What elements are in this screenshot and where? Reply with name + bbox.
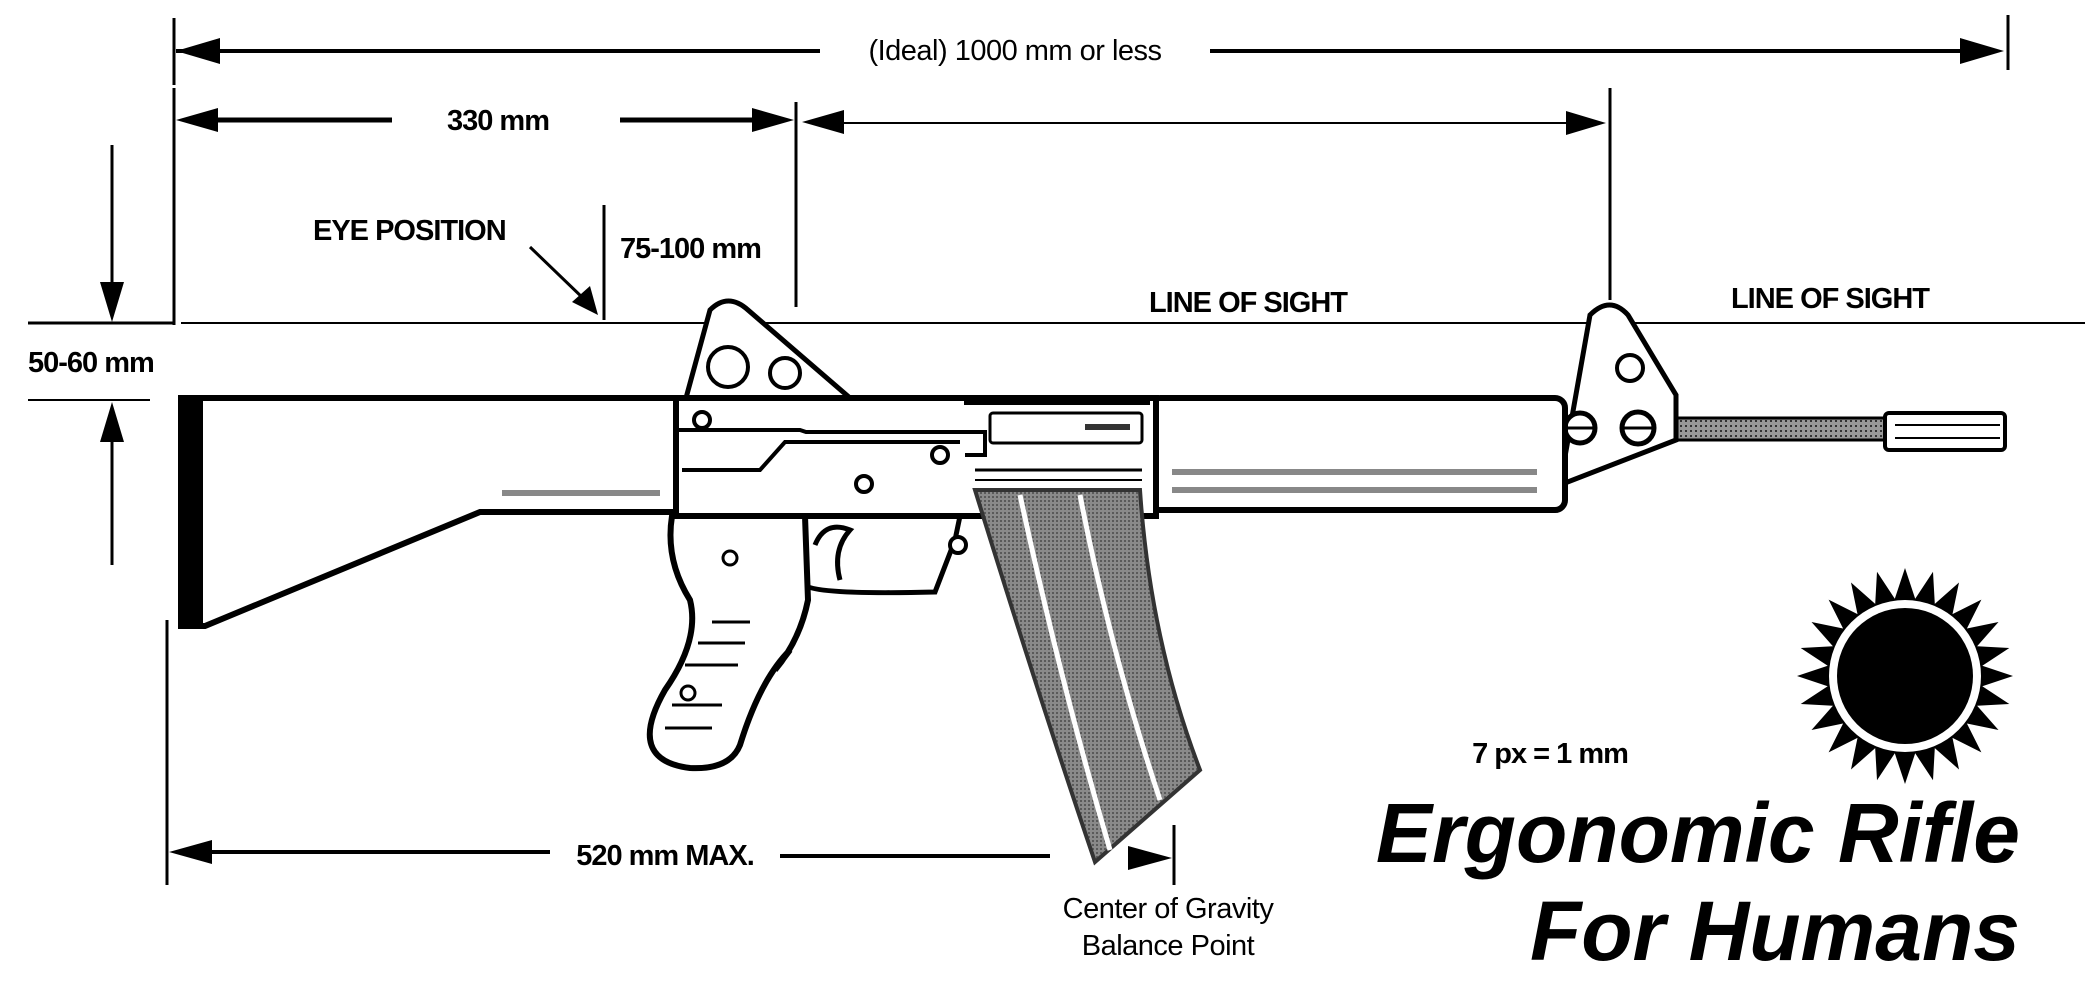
overall-length-label: (Ideal) 1000 mm or less xyxy=(868,35,1161,67)
overall-length-dimension: (Ideal) 1000 mm or less xyxy=(172,15,2010,85)
front-sight xyxy=(1556,302,1679,489)
eye-position-label: EYE POSITION xyxy=(313,215,506,247)
sun-disc xyxy=(1837,608,1973,744)
stock xyxy=(178,395,683,629)
line-of-sight-label-2: LINE OF SIGHT xyxy=(1731,283,1930,315)
comb-drop-dimension: 50-60 mm xyxy=(28,145,174,565)
line-of-sight: LINE OF SIGHT LINE OF SIGHT xyxy=(181,283,2085,324)
trigger xyxy=(812,524,855,581)
rifle-illustration xyxy=(178,298,2007,866)
line-of-sight-label-1: LINE OF SIGHT xyxy=(1149,287,1348,319)
balance-point-label: Balance Point xyxy=(1082,930,1255,962)
eye-position-annotation: EYE POSITION 75-100 mm xyxy=(313,205,762,320)
magazine xyxy=(972,488,1203,866)
balance-length-dimension: 520 mm MAX. xyxy=(165,620,1176,885)
sun-logo xyxy=(1797,568,2013,784)
title-line-2: For Humans xyxy=(1530,884,2020,978)
handguard xyxy=(1147,395,1568,513)
scale-label: 7 px = 1 mm xyxy=(1472,738,1628,770)
comb-drop-label: 50-60 mm xyxy=(28,347,154,379)
ejection-port xyxy=(988,411,1144,445)
eye-relief-dimension: 330 mm xyxy=(172,88,1612,325)
balance-length-label: 520 mm MAX. xyxy=(576,840,754,872)
barrel xyxy=(1673,416,1892,442)
title-line-1: Ergonomic Rifle xyxy=(1376,786,2020,880)
rear-sight xyxy=(682,298,857,401)
sight-offset-label: 75-100 mm xyxy=(620,233,761,265)
eye-relief-label: 330 mm xyxy=(447,105,549,137)
flash-hider xyxy=(1883,411,2007,452)
center-of-gravity-label: Center of Gravity xyxy=(1063,893,1275,925)
